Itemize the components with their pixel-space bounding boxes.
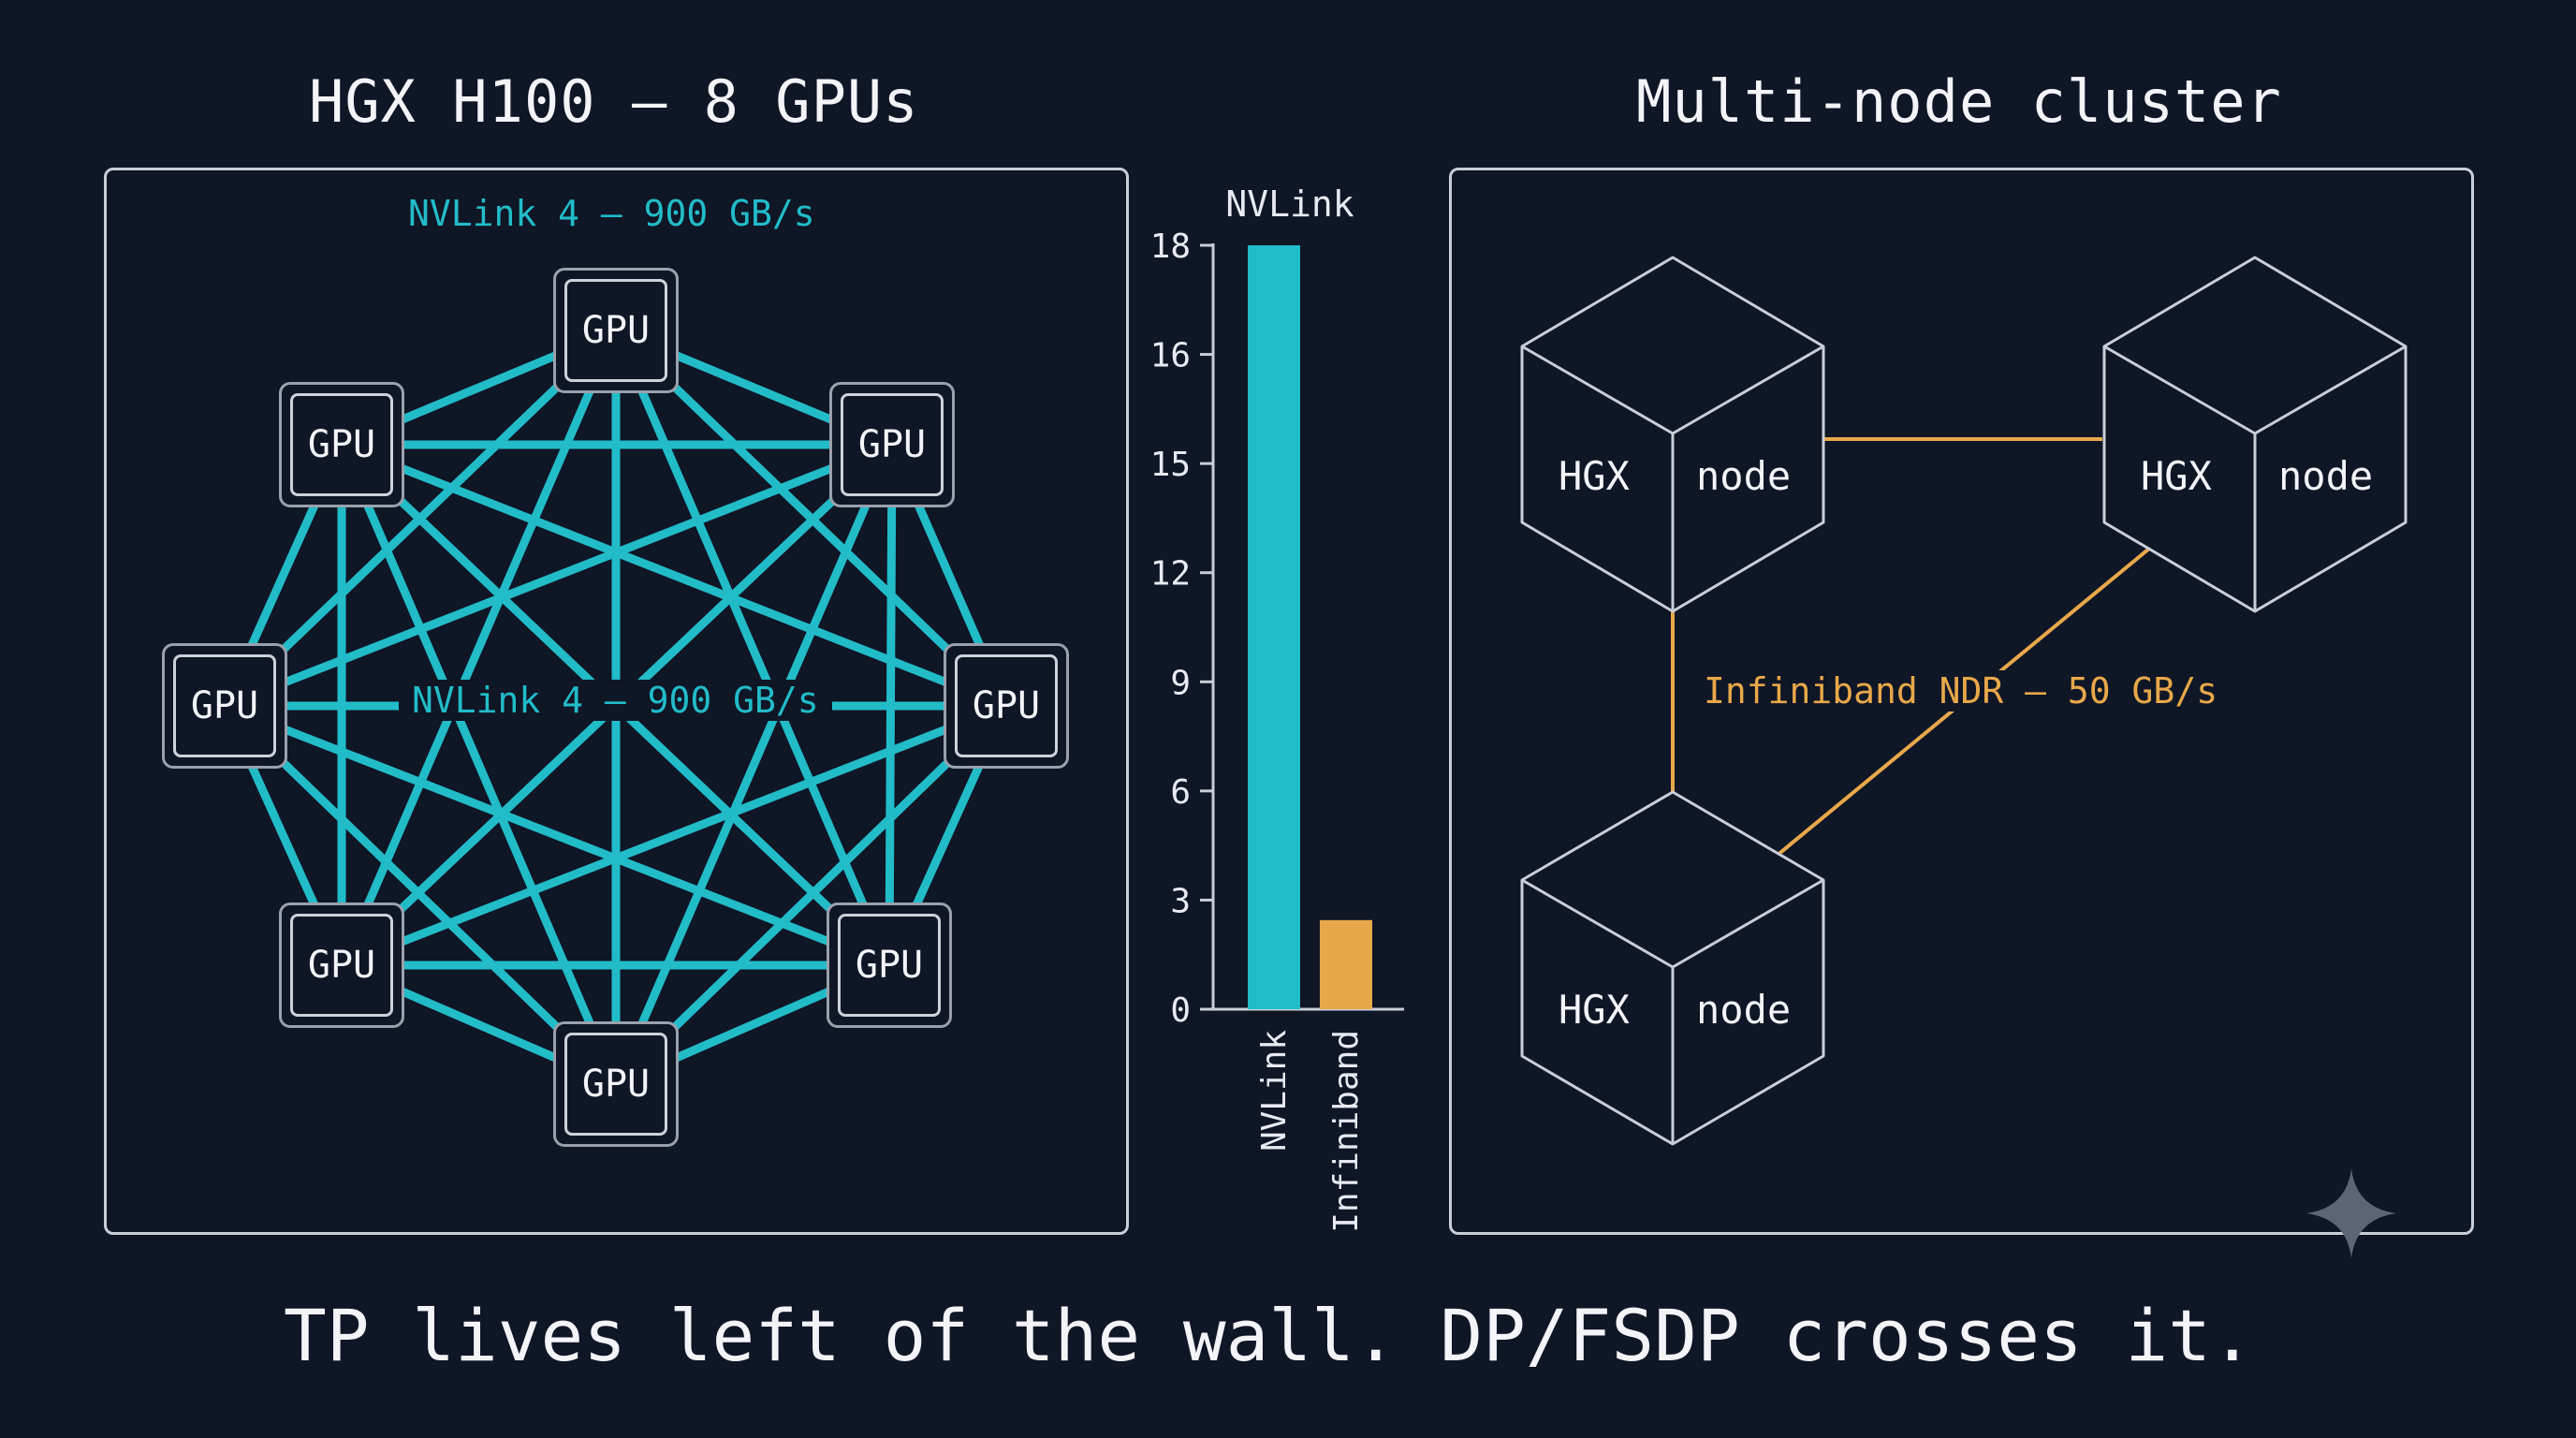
cube-1-right-text: node	[1696, 453, 1792, 499]
gpu-label: GPU	[290, 914, 393, 1017]
gpu-label: GPU	[290, 393, 393, 496]
gpu-box-top: GPU	[553, 268, 679, 393]
y-tick-label: 3	[1170, 882, 1191, 920]
bars	[1248, 245, 1372, 1009]
gpu-box-left: GPU	[162, 643, 287, 769]
gpu-label: GPU	[564, 1033, 667, 1136]
gpu-box-upper-right: GPU	[829, 382, 955, 507]
left-title: HGX H100 — 8 GPUs	[309, 67, 919, 136]
x-labels: NVLink Infiniband	[1255, 1030, 1366, 1233]
nvlink-edge	[220, 701, 621, 1089]
cluster-panel	[1449, 168, 2474, 1235]
nvlink-center-label: NVLink 4 — 900 GB/s	[399, 680, 832, 721]
nvlink-top-label: NVLink 4 — 900 GB/s	[408, 193, 815, 234]
bar-infiniband	[1320, 919, 1372, 1009]
y-ticks: 0 3 6 9 12 15 16 18	[1150, 227, 1213, 1030]
gpu-box-lower-left: GPU	[279, 902, 404, 1028]
nvlink-edge	[611, 440, 897, 1089]
y-tick-label: 12	[1150, 555, 1191, 594]
cube-2-left-text: HGX	[2141, 453, 2212, 499]
y-tick-label: 18	[1150, 227, 1191, 266]
x-tick-label: Infiniband	[1327, 1030, 1366, 1233]
x-tick-label: NVLink	[1255, 1030, 1294, 1152]
cube-3-left-text: HGX	[1559, 987, 1630, 1033]
y-tick-label: 15	[1150, 446, 1191, 484]
cube-3-right-text: node	[1696, 987, 1792, 1033]
caption: TP lives left of the wall. DP/FSDP cross…	[284, 1294, 2254, 1377]
hgx-node-panel	[104, 168, 1129, 1235]
nvlink-edge	[611, 701, 1011, 1089]
nvlink-edge	[337, 701, 1011, 970]
gpu-box-right: GPU	[944, 643, 1069, 769]
y-tick-label: 16	[1150, 337, 1191, 375]
right-title: Multi-node cluster	[1636, 67, 2282, 136]
nvlink-edge	[337, 440, 1011, 711]
cube-2-right-text: node	[2278, 453, 2374, 499]
gpu-label: GPU	[564, 279, 667, 382]
infiniband-label: Infiniband NDR — 50 GB/s	[1696, 670, 2226, 712]
sparkle-icon	[2306, 1168, 2396, 1258]
gpu-box-upper-left: GPU	[279, 382, 404, 507]
hgx-cube-2	[2102, 256, 2408, 613]
hgx-cube-1	[1520, 256, 1825, 613]
gpu-label: GPU	[838, 914, 941, 1017]
gpu-label: GPU	[173, 654, 276, 757]
gpu-box-bottom: GPU	[553, 1021, 679, 1147]
nvlink-edge	[337, 440, 621, 1089]
y-tick-label: 0	[1170, 991, 1191, 1030]
gpu-box-lower-right: GPU	[827, 902, 952, 1028]
cube-1-left-text: HGX	[1559, 453, 1630, 499]
gpu-label: GPU	[841, 393, 944, 496]
chart-title: NVLink	[1225, 183, 1354, 225]
bar-nvlink	[1248, 245, 1300, 1009]
hgx-cube-3	[1520, 790, 1825, 1146]
y-tick-label: 9	[1170, 664, 1191, 702]
gpu-label: GPU	[955, 654, 1058, 757]
nvlink-edge	[220, 440, 897, 711]
y-tick-label: 6	[1170, 773, 1191, 812]
